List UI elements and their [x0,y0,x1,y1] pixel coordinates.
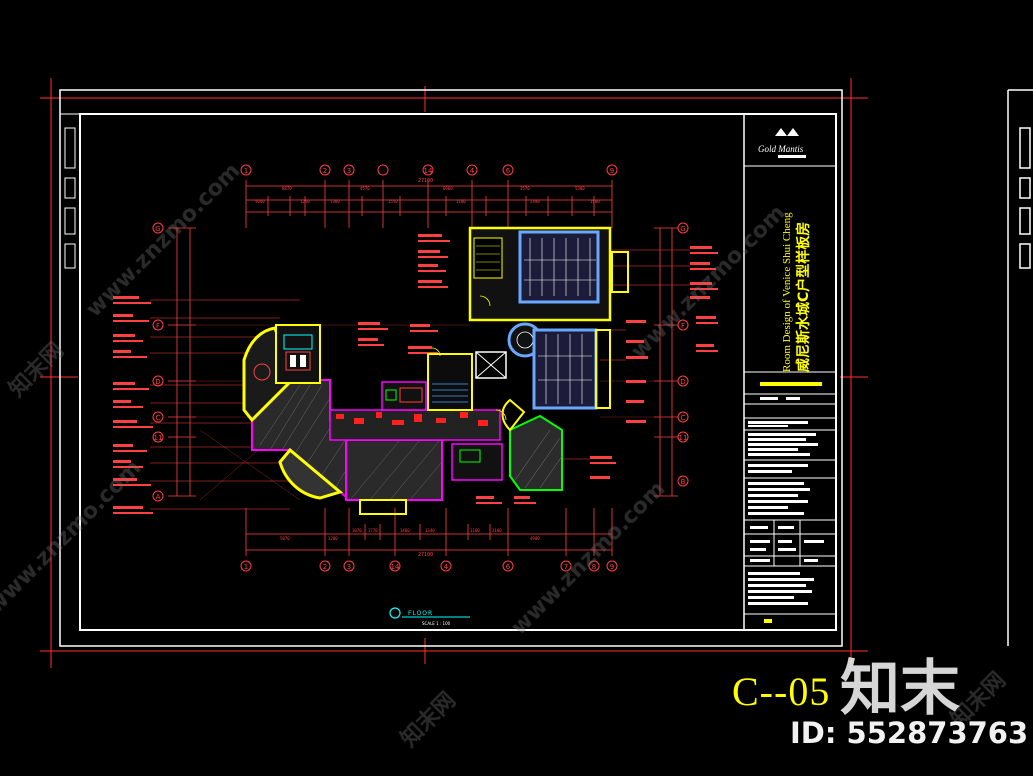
bottom-dimension-values: 5870 1280 1070 1770 1460 1340 1160 2180 … [280,528,540,541]
gold-mantis-logo: Gold Mantis [758,128,806,158]
side-dimension-lines [168,227,678,497]
svg-text:1: 1 [244,167,248,175]
svg-text:7: 7 [564,563,568,571]
svg-text:3: 3 [347,563,351,571]
svg-text:2: 2 [323,563,327,571]
right-callouts [590,246,718,479]
grid-bubbles-right [677,222,689,487]
svg-text:1550: 1550 [388,199,398,204]
title-highlight-bar [760,382,822,386]
svg-text:1360: 1360 [330,199,340,204]
svg-text:6: 6 [506,167,511,175]
grid-bubbles-top [240,164,618,176]
svg-text:D: D [155,378,160,386]
svg-text:2490: 2490 [530,199,540,204]
left-leader-lines [150,299,300,510]
svg-text:14: 14 [424,167,433,175]
outer-frame [59,89,843,647]
svg-text:C: C [156,414,161,422]
svg-text:9: 9 [610,563,614,571]
bathroom-lower [509,414,563,491]
left-callouts [113,296,153,514]
svg-text:4900: 4900 [530,536,540,541]
svg-text:11: 11 [679,434,688,442]
bedroom-b [532,328,598,410]
svg-text:G: G [680,225,685,233]
svg-text:1160: 1160 [470,528,480,533]
scale-label: SCALE 1 : 100 [422,621,451,626]
svg-text:A: A [156,493,161,501]
grid-labels-top: 1 2 3 14 4 6 9 [244,167,614,175]
floor-plan [242,226,629,515]
svg-text:8870: 8870 [282,186,292,191]
round-table [253,363,271,381]
overall-dimension-top: 27100 [418,178,433,184]
stair-core [427,353,473,411]
svg-text:D: D [680,378,685,386]
svg-text:11: 11 [154,434,163,442]
grid-labels-right: G F D C 11 B [679,225,688,486]
title-english: Room Design of Venice Shui Cheng [781,212,793,372]
grid-labels-bottom: 1 2 3 14 4 6 7 8 9 [244,563,614,571]
svg-text:1460: 1460 [400,528,410,533]
svg-text:B: B [681,478,686,486]
binding-strip [60,113,80,269]
study-room [275,324,321,384]
svg-text:8: 8 [592,563,596,571]
top-dimension-values: 8870 4570 6960 3570 5300 5040 1250 1360 … [255,186,600,204]
brand-text: Gold Mantis [758,144,804,154]
top-dimension-lines [245,180,613,228]
svg-text:9: 9 [610,167,614,175]
svg-text:1250: 1250 [300,199,310,204]
watermark-logo: 知末 [840,654,960,724]
svg-text:4: 4 [470,167,475,175]
watermark-id: ID: 552873763 [790,716,1029,750]
svg-text:1770: 1770 [368,528,378,533]
upper-callouts [358,234,536,504]
grid-labels-left: G F D C 11 A [154,225,163,501]
grid-bubbles-bottom [240,560,618,572]
sheet-number: C--05 [732,669,831,714]
svg-text:F: F [156,322,160,330]
bottom-dimension-lines [245,508,613,556]
title-block: Gold Mantis Room Design of Venice Shui C… [743,114,836,630]
svg-text:2180: 2180 [492,528,502,533]
overall-dimension-bottom: 27100 [418,552,433,558]
svg-text:1500: 1500 [590,199,600,204]
svg-text:1280: 1280 [328,536,338,541]
svg-text:G: G [155,225,160,233]
svg-text:3: 3 [347,167,351,175]
title-table-text [748,397,824,605]
crop-lines [40,78,868,668]
svg-text:1070: 1070 [352,528,362,533]
dining-area [345,439,443,501]
svg-text:5300: 5300 [575,186,585,191]
floor-title: FLOOR SCALE 1 : 100 [389,607,470,626]
svg-text:4570: 4570 [360,186,370,191]
svg-text:6960: 6960 [443,186,453,191]
stair-upper [473,237,503,279]
svg-text:4: 4 [444,563,449,571]
next-sheet-edge [1007,89,1033,646]
bottom-balcony [359,499,407,515]
svg-text:14: 14 [391,563,400,571]
svg-text:1: 1 [244,563,248,571]
title-chinese: 威尼斯水城C户型样板房 [795,222,812,372]
svg-text:C: C [681,414,686,422]
bedroom-a [518,230,600,304]
svg-text:6: 6 [506,563,511,571]
svg-text:5870: 5870 [280,536,290,541]
svg-text:1180: 1180 [456,199,466,204]
curved-bay-bottom [278,447,344,500]
svg-text:F: F [681,322,685,330]
svg-text:3570: 3570 [520,186,530,191]
svg-text:2: 2 [323,167,327,175]
svg-text:1340: 1340 [425,528,435,533]
sheet-small-tag [764,619,772,623]
title-table [744,393,836,615]
grid-bubbles-left [152,222,164,502]
svg-text:5040: 5040 [255,199,265,204]
floor-label: FLOOR [408,610,433,617]
